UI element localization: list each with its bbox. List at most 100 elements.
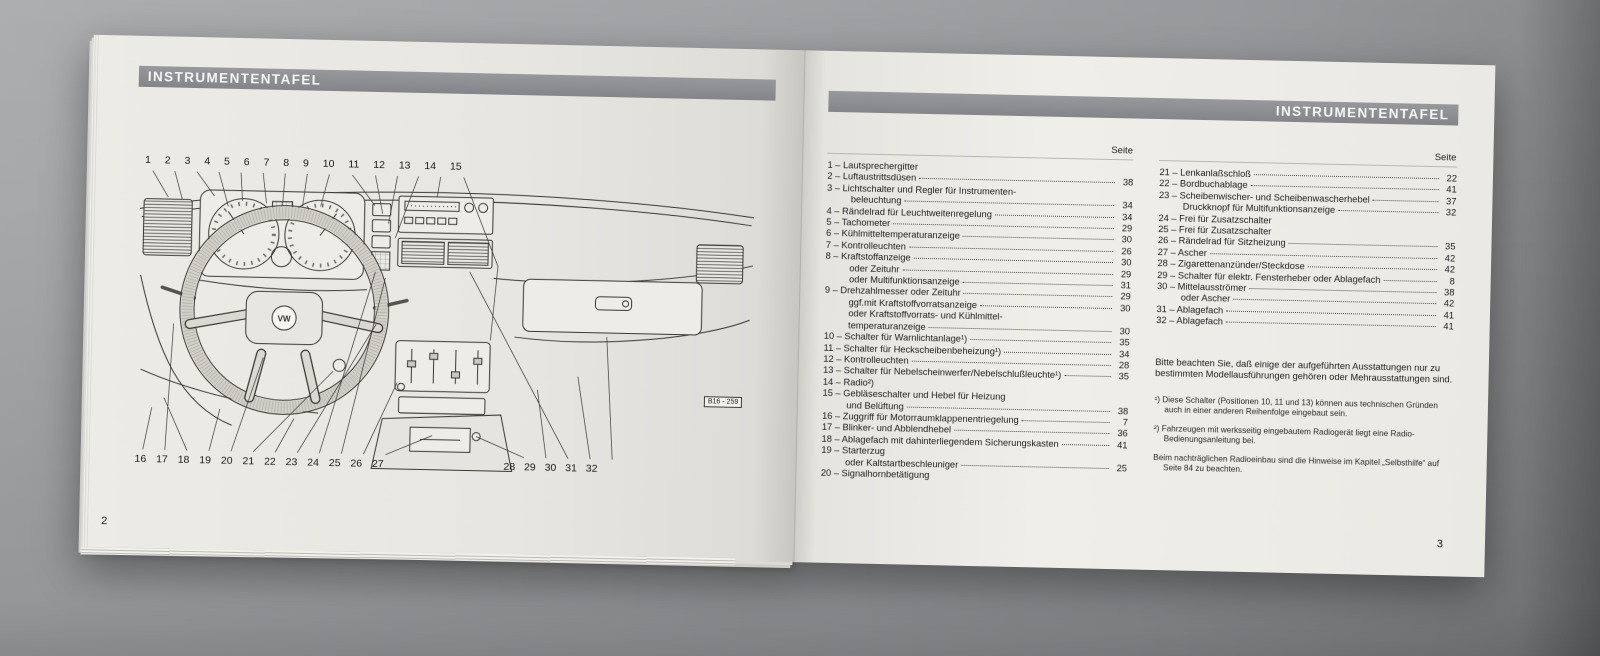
legend-text: 32 – Ablagefach xyxy=(1156,315,1224,327)
legend-page-number: 34 xyxy=(1122,211,1133,223)
legend-page-number: 38 xyxy=(1117,405,1129,416)
dot-leader xyxy=(1064,375,1112,378)
cigarette-lighter xyxy=(471,432,481,442)
dot-leader xyxy=(1383,279,1437,282)
legend-page-number: 38 xyxy=(1122,177,1134,188)
legend-page-number: 30 xyxy=(1121,234,1133,245)
center-air-outlets xyxy=(397,237,493,269)
callout-lines xyxy=(142,170,613,460)
legend-page-number: 41 xyxy=(1117,439,1128,451)
legend-page-number: 8 xyxy=(1449,276,1455,287)
dot-leader xyxy=(1021,420,1111,423)
dot-leader xyxy=(906,406,1111,412)
dot-leader xyxy=(1250,185,1439,191)
legend-page-number: 7 xyxy=(1122,417,1129,428)
left-air-vent xyxy=(142,198,193,257)
legend-page-number: 31 xyxy=(1120,280,1132,291)
heater-controls xyxy=(394,340,491,416)
page-left: INSTRUMENTENTAFEL xyxy=(82,34,807,563)
legend-page-number: 29 xyxy=(1120,291,1131,302)
dot-leader xyxy=(1372,199,1439,202)
dot-leader xyxy=(911,360,1112,366)
dot-leader xyxy=(1226,310,1436,316)
legend-page-number: 37 xyxy=(1445,196,1457,207)
dashboard-figure: VW xyxy=(130,154,759,479)
figure-reference-label: B16 - 259 xyxy=(703,396,743,409)
legend-page-number: 41 xyxy=(1443,321,1454,332)
page-right: INSTRUMENTENTAFEL Seite 1 – Lautsprecher… xyxy=(794,50,1496,578)
dot-leader xyxy=(962,281,1114,287)
dot-leader xyxy=(902,269,1114,275)
glovebox xyxy=(522,278,703,336)
legend-page-number: 30 xyxy=(1121,257,1132,268)
dot-leader xyxy=(1338,210,1439,214)
legend-page-number: 34 xyxy=(1122,200,1133,211)
callout-numbers-bottom-right: 28 29 30 31 32 xyxy=(503,460,598,475)
dot-leader xyxy=(994,214,1115,218)
center-console xyxy=(370,414,513,472)
dot-leader xyxy=(893,223,1115,230)
legend-page-number: 30 xyxy=(1119,325,1131,337)
legend-page-number: 35 xyxy=(1444,241,1456,252)
steering-wheel: VW xyxy=(179,205,390,415)
dot-leader xyxy=(904,200,1115,207)
page-number-left: 2 xyxy=(101,515,108,528)
legend-page-number: 32 xyxy=(1445,207,1457,218)
owners-manual-booklet: INSTRUMENTENTAFEL xyxy=(82,34,1496,578)
dot-leader xyxy=(1307,266,1437,271)
legend-page-number: 42 xyxy=(1444,253,1456,264)
legend-text: 20 – Signalhornbetätigung xyxy=(820,467,930,481)
footnote-1: ¹) Diese Schalter (Positionen 10, 11 und… xyxy=(1154,394,1438,419)
seat-heat-thumbwheel xyxy=(396,382,406,391)
dot-leader xyxy=(1004,351,1112,355)
dot-leader xyxy=(980,305,1113,309)
dot-leader xyxy=(954,429,1110,435)
right-air-vent xyxy=(695,244,744,285)
footnote-3: Beim nachträglichen Radioeinbau sind die… xyxy=(1153,452,1440,474)
dot-leader xyxy=(1249,288,1437,294)
right-header-bar: INSTRUMENTENTAFEL xyxy=(828,90,1459,126)
legend-page-number: 41 xyxy=(1443,310,1455,321)
radio-unit xyxy=(397,195,494,235)
legend-page-number: 26 xyxy=(1121,246,1132,257)
legend-page-number: 38 xyxy=(1444,287,1455,298)
ignition-lock xyxy=(332,358,346,372)
legend-page-number: 30 xyxy=(1120,303,1131,314)
page-number-right: 3 xyxy=(1436,538,1444,551)
instrument-cluster xyxy=(198,189,366,280)
dot-leader xyxy=(1253,174,1439,180)
dot-leader xyxy=(1061,443,1110,446)
dashboard-drawing: VW xyxy=(139,170,754,472)
legend-page-number: 35 xyxy=(1118,371,1130,382)
legend-page-number: 29 xyxy=(1120,268,1132,280)
dot-leader xyxy=(1225,321,1436,328)
dot-leader xyxy=(919,178,1116,184)
legend-page-number: 34 xyxy=(1119,348,1130,359)
dot-leader xyxy=(963,293,1113,298)
dot-leader xyxy=(970,339,1112,344)
dot-leader xyxy=(928,326,1113,332)
right-header-title: INSTRUMENTENTAFEL xyxy=(1275,103,1450,123)
dot-leader xyxy=(913,257,1114,264)
vw-logo-text: VW xyxy=(278,314,292,323)
dot-leader xyxy=(1233,299,1437,305)
dot-leader xyxy=(1288,243,1438,248)
legend-page-number: 36 xyxy=(1117,428,1128,439)
legend-text: 30 – Mittelausströmer xyxy=(1156,281,1247,294)
legend-page-number: 42 xyxy=(1443,298,1455,309)
legend-page-number: 28 xyxy=(1118,360,1130,371)
vw-badge xyxy=(271,305,297,331)
legend-page-number: 29 xyxy=(1121,223,1133,234)
callout-lines-top xyxy=(152,170,499,341)
left-header-title: INSTRUMENTENTAFEL xyxy=(147,68,322,88)
dot-leader xyxy=(962,236,1115,241)
legend-page-number: 25 xyxy=(1116,462,1128,473)
legend-page-number: 22 xyxy=(1446,173,1458,184)
legend-page-number: 42 xyxy=(1444,264,1456,275)
legend-page-number: 35 xyxy=(1119,337,1130,348)
legend-text: 19 – Starterzug xyxy=(821,444,886,457)
